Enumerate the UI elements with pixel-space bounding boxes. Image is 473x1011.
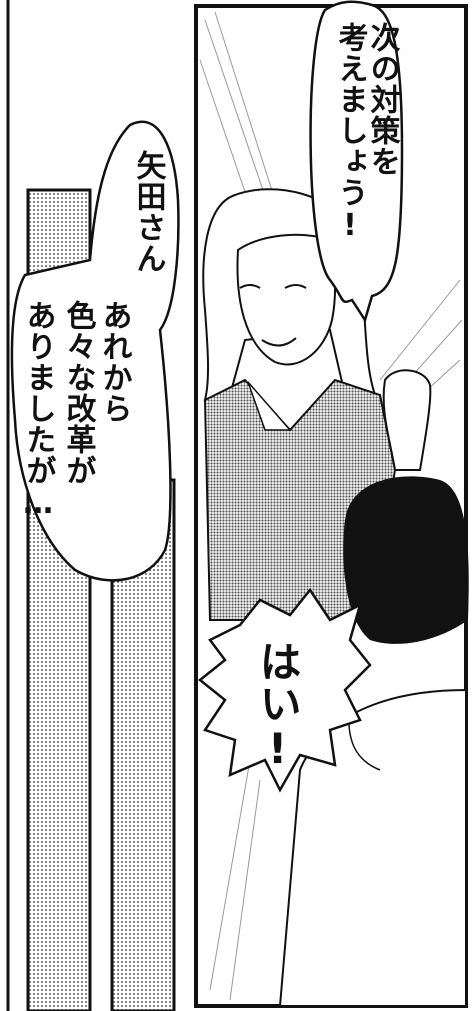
right-panel <box>194 0 469 1008</box>
raised-fist <box>382 369 432 471</box>
speech-left-line-2: 色々な改革が <box>60 300 96 486</box>
exclamation-bubble <box>197 587 372 793</box>
speech-right-line-1: 次の対策を <box>364 22 400 177</box>
speech-left-line-1: あれから <box>96 300 132 424</box>
man-head <box>343 476 469 644</box>
speech-left-name: 矢田さん <box>130 150 166 274</box>
speech-bubble-right <box>309 0 404 323</box>
exclamation-text: はい! <box>253 640 303 773</box>
woman-face <box>236 233 337 366</box>
speech-bubble-left <box>10 120 180 582</box>
speech-left-line-3: ありましたが… <box>20 300 56 522</box>
speech-right-line-2: 考えましょう! <box>332 22 368 244</box>
